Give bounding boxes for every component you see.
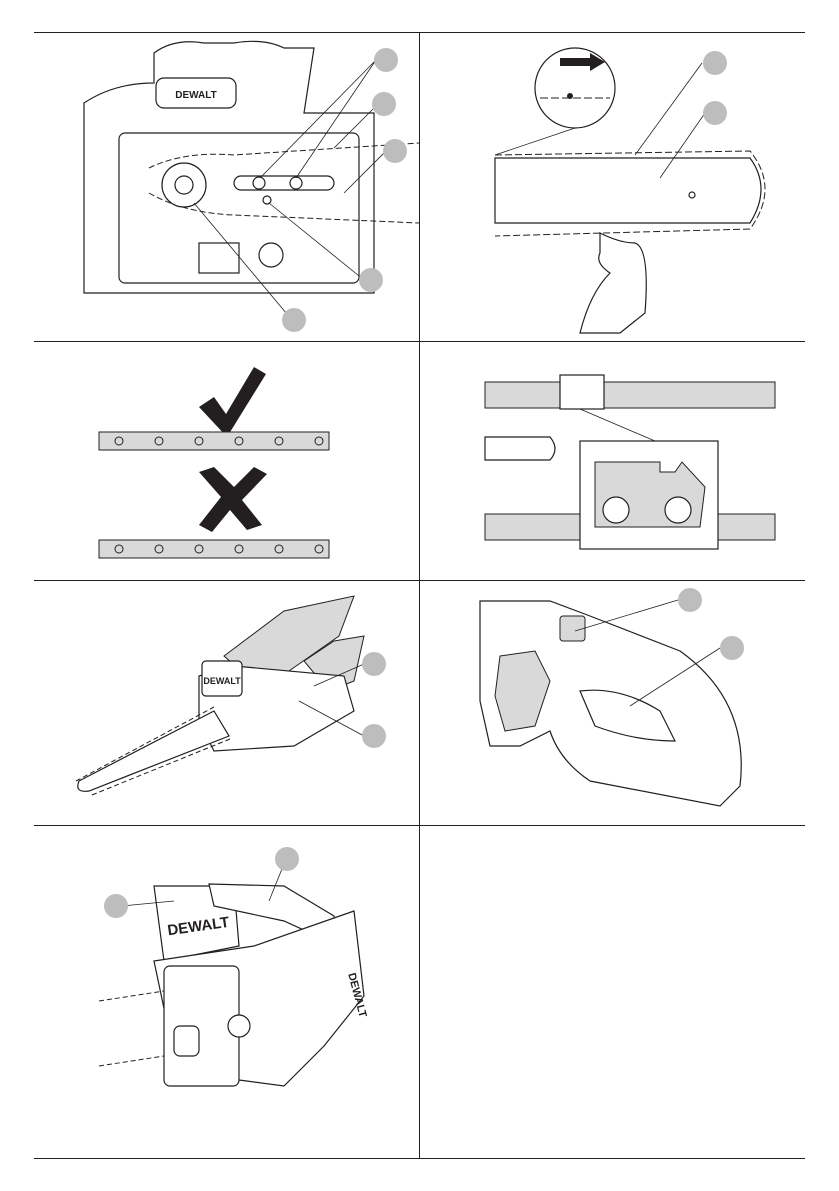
figure-bar-cover-drawing: DEWALT bbox=[34, 33, 419, 341]
callout-1 bbox=[678, 588, 702, 612]
callout-2 bbox=[275, 847, 299, 871]
figure-two-hand-grip-drawing: DEWALT bbox=[34, 581, 419, 825]
callout-1 bbox=[703, 51, 727, 75]
figure-empty bbox=[420, 826, 805, 1158]
figure-rear-handle bbox=[420, 581, 805, 825]
guide-bar bbox=[78, 711, 229, 791]
bar-bolt-1 bbox=[253, 177, 265, 189]
callout-3 bbox=[383, 139, 407, 163]
callout-2 bbox=[372, 92, 396, 116]
hand-icon bbox=[580, 233, 646, 333]
figure-two-hand-grip: DEWALT bbox=[34, 581, 419, 825]
figure-chain-link-drawing bbox=[420, 342, 805, 580]
chain-correct bbox=[99, 432, 329, 450]
lock-off-button bbox=[560, 616, 585, 641]
figure-front-handle-guard: DEWALT DEWALT bbox=[34, 826, 419, 1158]
callout-1 bbox=[374, 48, 398, 72]
guide-bar bbox=[485, 437, 555, 460]
checkmark-icon bbox=[199, 367, 266, 437]
cross-icon bbox=[199, 467, 267, 532]
chain-upper bbox=[485, 382, 775, 408]
bar-bolt-2 bbox=[290, 177, 302, 189]
brand-logo: DEWALT bbox=[203, 676, 241, 686]
figure-chain-direction-drawing bbox=[420, 33, 805, 341]
callout-2 bbox=[703, 101, 727, 125]
oil-reservoir bbox=[199, 243, 239, 273]
chain-incorrect bbox=[99, 540, 329, 558]
brand-logo: DEWALT bbox=[175, 90, 216, 101]
chain-icon bbox=[99, 991, 164, 1066]
callout-1 bbox=[104, 894, 128, 918]
magnifier-box-icon bbox=[560, 375, 604, 409]
callout-4 bbox=[359, 268, 383, 292]
tension-pin bbox=[263, 196, 271, 204]
callout-2 bbox=[720, 636, 744, 660]
figure-chain-orientation-check bbox=[34, 342, 419, 580]
callout-1 bbox=[362, 652, 386, 676]
figure-bar-cover-sprocket: DEWALT bbox=[34, 33, 419, 341]
figure-chain-link-detail bbox=[420, 342, 805, 580]
figure-front-handle-drawing: DEWALT DEWALT bbox=[34, 826, 419, 1158]
tension-knob bbox=[259, 243, 283, 267]
bottom-rule bbox=[34, 1158, 805, 1159]
guide-bar bbox=[495, 158, 761, 223]
figure-rear-handle-drawing bbox=[420, 581, 805, 825]
figure-chain-orientation-drawing bbox=[34, 342, 419, 580]
callout-5 bbox=[282, 308, 306, 332]
tension-knob bbox=[228, 1015, 250, 1037]
bar-slot bbox=[234, 176, 334, 190]
callout-2 bbox=[362, 724, 386, 748]
figure-chain-direction bbox=[420, 33, 805, 341]
